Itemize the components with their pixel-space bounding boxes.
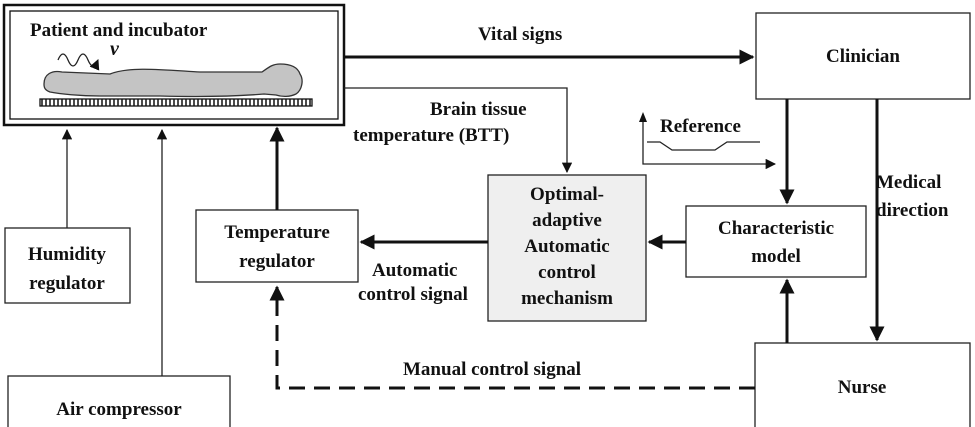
temperature-line2: regulator — [239, 251, 315, 272]
btt-label-line2: temperature (BTT) — [353, 125, 509, 146]
automatic-control-line1: Automatic — [372, 260, 457, 281]
controller-line3: Automatic — [524, 236, 609, 257]
controller-line1: Optimal- — [530, 184, 604, 205]
controller-line5: mechanism — [521, 288, 613, 309]
patient-silhouette-icon — [43, 63, 303, 98]
reference-label: Reference — [660, 116, 741, 137]
controller-line2: adaptive — [532, 210, 602, 231]
reference-curve — [647, 141, 760, 151]
automatic-control-line2: control signal — [358, 284, 468, 305]
medical-direction-line2: direction — [876, 200, 949, 221]
controller-line4: control — [538, 262, 596, 283]
temperature-regulator-node: Temperature regulator — [195, 209, 359, 283]
wave-symbol: ν — [110, 38, 120, 60]
medical-direction-line1: Medical — [876, 172, 941, 193]
characteristic-line1: Characteristic — [718, 218, 834, 239]
clinician-label: Clinician — [826, 46, 900, 67]
manual-control-label: Manual control signal — [403, 359, 581, 380]
controller-node: Optimal- adaptive Automatic control mech… — [487, 174, 647, 322]
reference-node: Reference — [639, 112, 777, 170]
patient-incubator-node: Patient and incubator ν — [2, 3, 346, 127]
incubator-mattress — [39, 98, 313, 107]
reference-axis — [642, 116, 777, 170]
characteristic-line2: model — [751, 246, 801, 267]
characteristic-model-node: Characteristic model — [685, 205, 867, 278]
temperature-line1: Temperature — [224, 222, 330, 243]
air-compressor-node: Air compressor — [7, 375, 231, 427]
humidity-line2: regulator — [29, 273, 105, 294]
nurse-label: Nurse — [838, 377, 887, 398]
humidity-regulator-node: Humidity regulator — [4, 227, 131, 304]
manual-control-arrow — [269, 285, 755, 390]
humidity-line1: Humidity — [28, 244, 107, 265]
nurse-node: Nurse — [754, 342, 971, 427]
clinician-node: Clinician — [755, 12, 971, 100]
air-compressor-label: Air compressor — [56, 399, 182, 420]
patient-incubator-label: Patient and incubator — [30, 20, 208, 41]
vital-signs-label: Vital signs — [478, 24, 562, 45]
btt-label-line1: Brain tissue — [430, 99, 527, 120]
reference-axis-tip — [639, 112, 647, 122]
btt-arrow — [344, 87, 573, 174]
wave-icon — [57, 53, 100, 71]
